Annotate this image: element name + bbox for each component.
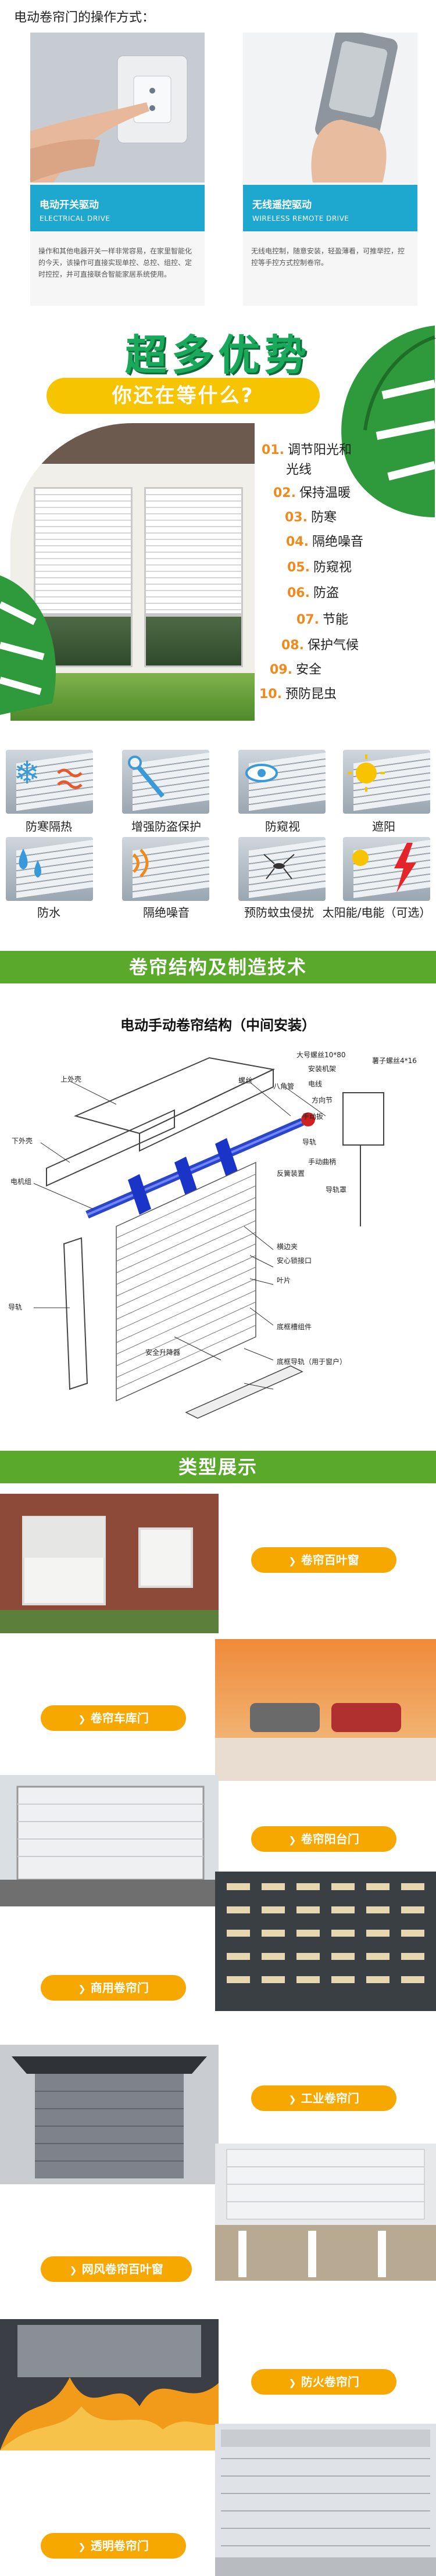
- label-end-lock: 横边夹: [277, 1243, 298, 1251]
- label-bottom-rail: 底框导轨（用于窗户）: [277, 1358, 347, 1366]
- op-label-cn: 无线遥控驱动: [252, 199, 312, 211]
- label-small-screw: 薯子螺丝4*16: [372, 1057, 417, 1065]
- window-right: [144, 615, 243, 667]
- icon-label: 防窥视: [265, 820, 300, 833]
- type-tag-garage[interactable]: ❯卷帘车库门: [41, 1705, 186, 1731]
- icon-label: 遮阳: [372, 820, 395, 833]
- list-item: 03.防寒: [285, 510, 337, 525]
- rolling-shutter-left: [34, 487, 133, 615]
- monstera-leaf-right-icon: [341, 325, 436, 517]
- type-photo-commercial: [215, 1872, 436, 2011]
- icon-label: 隔绝噪音: [143, 906, 190, 920]
- rolling-shutter-right: [144, 487, 243, 615]
- label-wrench: 手动扳: [302, 1112, 324, 1121]
- icon-label: 太阳能/电能（可选）: [322, 906, 431, 920]
- list-item: 光线: [286, 463, 312, 477]
- type-photo-balcony: [0, 1775, 219, 1906]
- label-bolt: 螺丝: [238, 1076, 253, 1085]
- label-motor: 电机组: [10, 1178, 32, 1186]
- svg-text:❄: ❄: [14, 754, 40, 791]
- type-photo-industrial: [0, 2045, 219, 2184]
- icon-label: 防寒隔热: [26, 820, 72, 833]
- water-drop-icon: [6, 837, 93, 901]
- remote-hand-image: [243, 33, 417, 183]
- type-tag-transparent[interactable]: ❯透明卷帘门: [41, 2533, 186, 2559]
- list-item: 10.预防昆虫: [259, 687, 337, 702]
- op-desc: 操作和其他电器开关一样非常容易，在家里智能化的今天，该操作可直接实现单控、总控、…: [38, 247, 192, 278]
- op-label-cn: 电动开关驱动: [40, 199, 99, 211]
- type-photo-window: [0, 1494, 219, 1633]
- advantages-list: 01.调节阳光和 光线 02.保持温暖 03.防寒 04.隔绝噪音 05.防窥视…: [259, 439, 436, 718]
- advantages-subtitle: 你还在等什么?: [112, 384, 255, 407]
- roof: [10, 423, 255, 464]
- op-card-wireless: 无线遥控驱动 WIRELESS REMOTE DRIVE 无线电控制，随意安装，…: [243, 33, 417, 306]
- monstera-leaf-left-icon: [0, 575, 56, 715]
- switch-photo: [30, 33, 205, 183]
- label-safety: 安心锁接口: [277, 1257, 312, 1265]
- type-tag-ventilated[interactable]: ❯网风卷帘百叶窗: [41, 2256, 192, 2282]
- snowflake-heat-icon: ❄: [6, 750, 93, 814]
- list-item: 01.调节阳光和: [262, 443, 352, 457]
- op-band-wireless: 无线遥控驱动 WIRELESS REMOTE DRIVE: [243, 185, 417, 231]
- sound-icon: [122, 837, 209, 901]
- op-card-electrical: 电动开关驱动 ELECTRICAL DRIVE 操作和其他电器开关一样非常容易，…: [30, 33, 205, 306]
- label-arrow: 导轨: [302, 1138, 317, 1146]
- operation-title: 电动卷帘门的操作方式：: [14, 10, 155, 25]
- icon-label: 预防蚊虫侵扰: [244, 906, 314, 920]
- icon-label: 防水: [37, 906, 60, 920]
- op-label-en: ELECTRICAL DRIVE: [40, 214, 110, 223]
- label-slats: 叶片: [277, 1276, 291, 1285]
- structure-title: 电动手动卷帘结构（中间安装）: [120, 1017, 316, 1033]
- icon-label: 增强防盗保护: [131, 820, 201, 833]
- label-big-screw: 大号螺丝10*80: [296, 1051, 346, 1059]
- type-tag-fire[interactable]: ❯防火卷帘门: [251, 2369, 396, 2395]
- list-item: 04.隔绝噪音: [286, 535, 363, 549]
- label-direction: 方向节: [312, 1096, 333, 1104]
- type-tag-balcony[interactable]: ❯卷帘阳台门: [251, 1826, 396, 1852]
- type-photo-ventilated: [215, 2144, 436, 2281]
- label-bottom-shell: 下外壳: [12, 1137, 33, 1145]
- label-bottom-bar: 底框槽组件: [277, 1323, 312, 1331]
- type-tag-window[interactable]: ❯卷帘百叶窗: [251, 1547, 396, 1573]
- types-bar: 类型展示: [0, 1451, 436, 1483]
- label-top-box: 上外壳: [60, 1075, 82, 1083]
- type-photo-transparent: [215, 2424, 436, 2576]
- op-label-en: WIRELESS REMOTE DRIVE: [252, 214, 349, 223]
- list-item: 08.保护气候: [281, 638, 359, 653]
- list-item: 09.安全: [270, 663, 321, 677]
- label-rail: 导轨: [8, 1303, 23, 1311]
- switch-hand-image: [30, 33, 205, 183]
- structure-bar: 卷帘结构及制造技术: [0, 951, 436, 983]
- type-photo-garage: [215, 1639, 436, 1781]
- mosquito-icon: [238, 837, 326, 901]
- op-desc: 无线电控制，随意安装，轻盈薄看，可推举控，控控等手控方式控制卷帘。: [251, 247, 405, 267]
- subtitle-pill: [47, 378, 320, 414]
- label-mount-plate: 安装机架: [308, 1065, 337, 1073]
- list-item: 06.防盗: [287, 586, 339, 600]
- eye-icon: [238, 750, 326, 814]
- type-photo-fire: [0, 2319, 219, 2450]
- label-spring: 反簧装置: [277, 1169, 305, 1178]
- type-tag-commercial[interactable]: ❯商用卷帘门: [41, 1975, 186, 2001]
- list-item: 02.保持温暖: [273, 486, 351, 500]
- type-tag-industrial[interactable]: ❯工业卷帘门: [251, 2085, 396, 2111]
- solar-lightning-icon: [343, 837, 430, 901]
- label-spindle: 八角管: [273, 1082, 295, 1090]
- tools-icon: [122, 750, 209, 814]
- list-item: 07.节能: [296, 613, 348, 627]
- remote-photo: [243, 33, 417, 183]
- advantages-title: 超多优势: [124, 331, 311, 380]
- label-cable: 电线: [308, 1080, 323, 1088]
- shutter-structure-diagram: [33, 1057, 384, 1419]
- label-rail-guide: 导轨罩: [326, 1186, 347, 1194]
- op-band-electrical: 电动开关驱动 ELECTRICAL DRIVE: [30, 185, 205, 231]
- list-item: 05.防窥视: [287, 560, 352, 575]
- label-crank: 手动曲柄: [308, 1158, 337, 1166]
- label-safety-lock: 安全升降器: [145, 1348, 181, 1357]
- sun-icon: [343, 750, 430, 814]
